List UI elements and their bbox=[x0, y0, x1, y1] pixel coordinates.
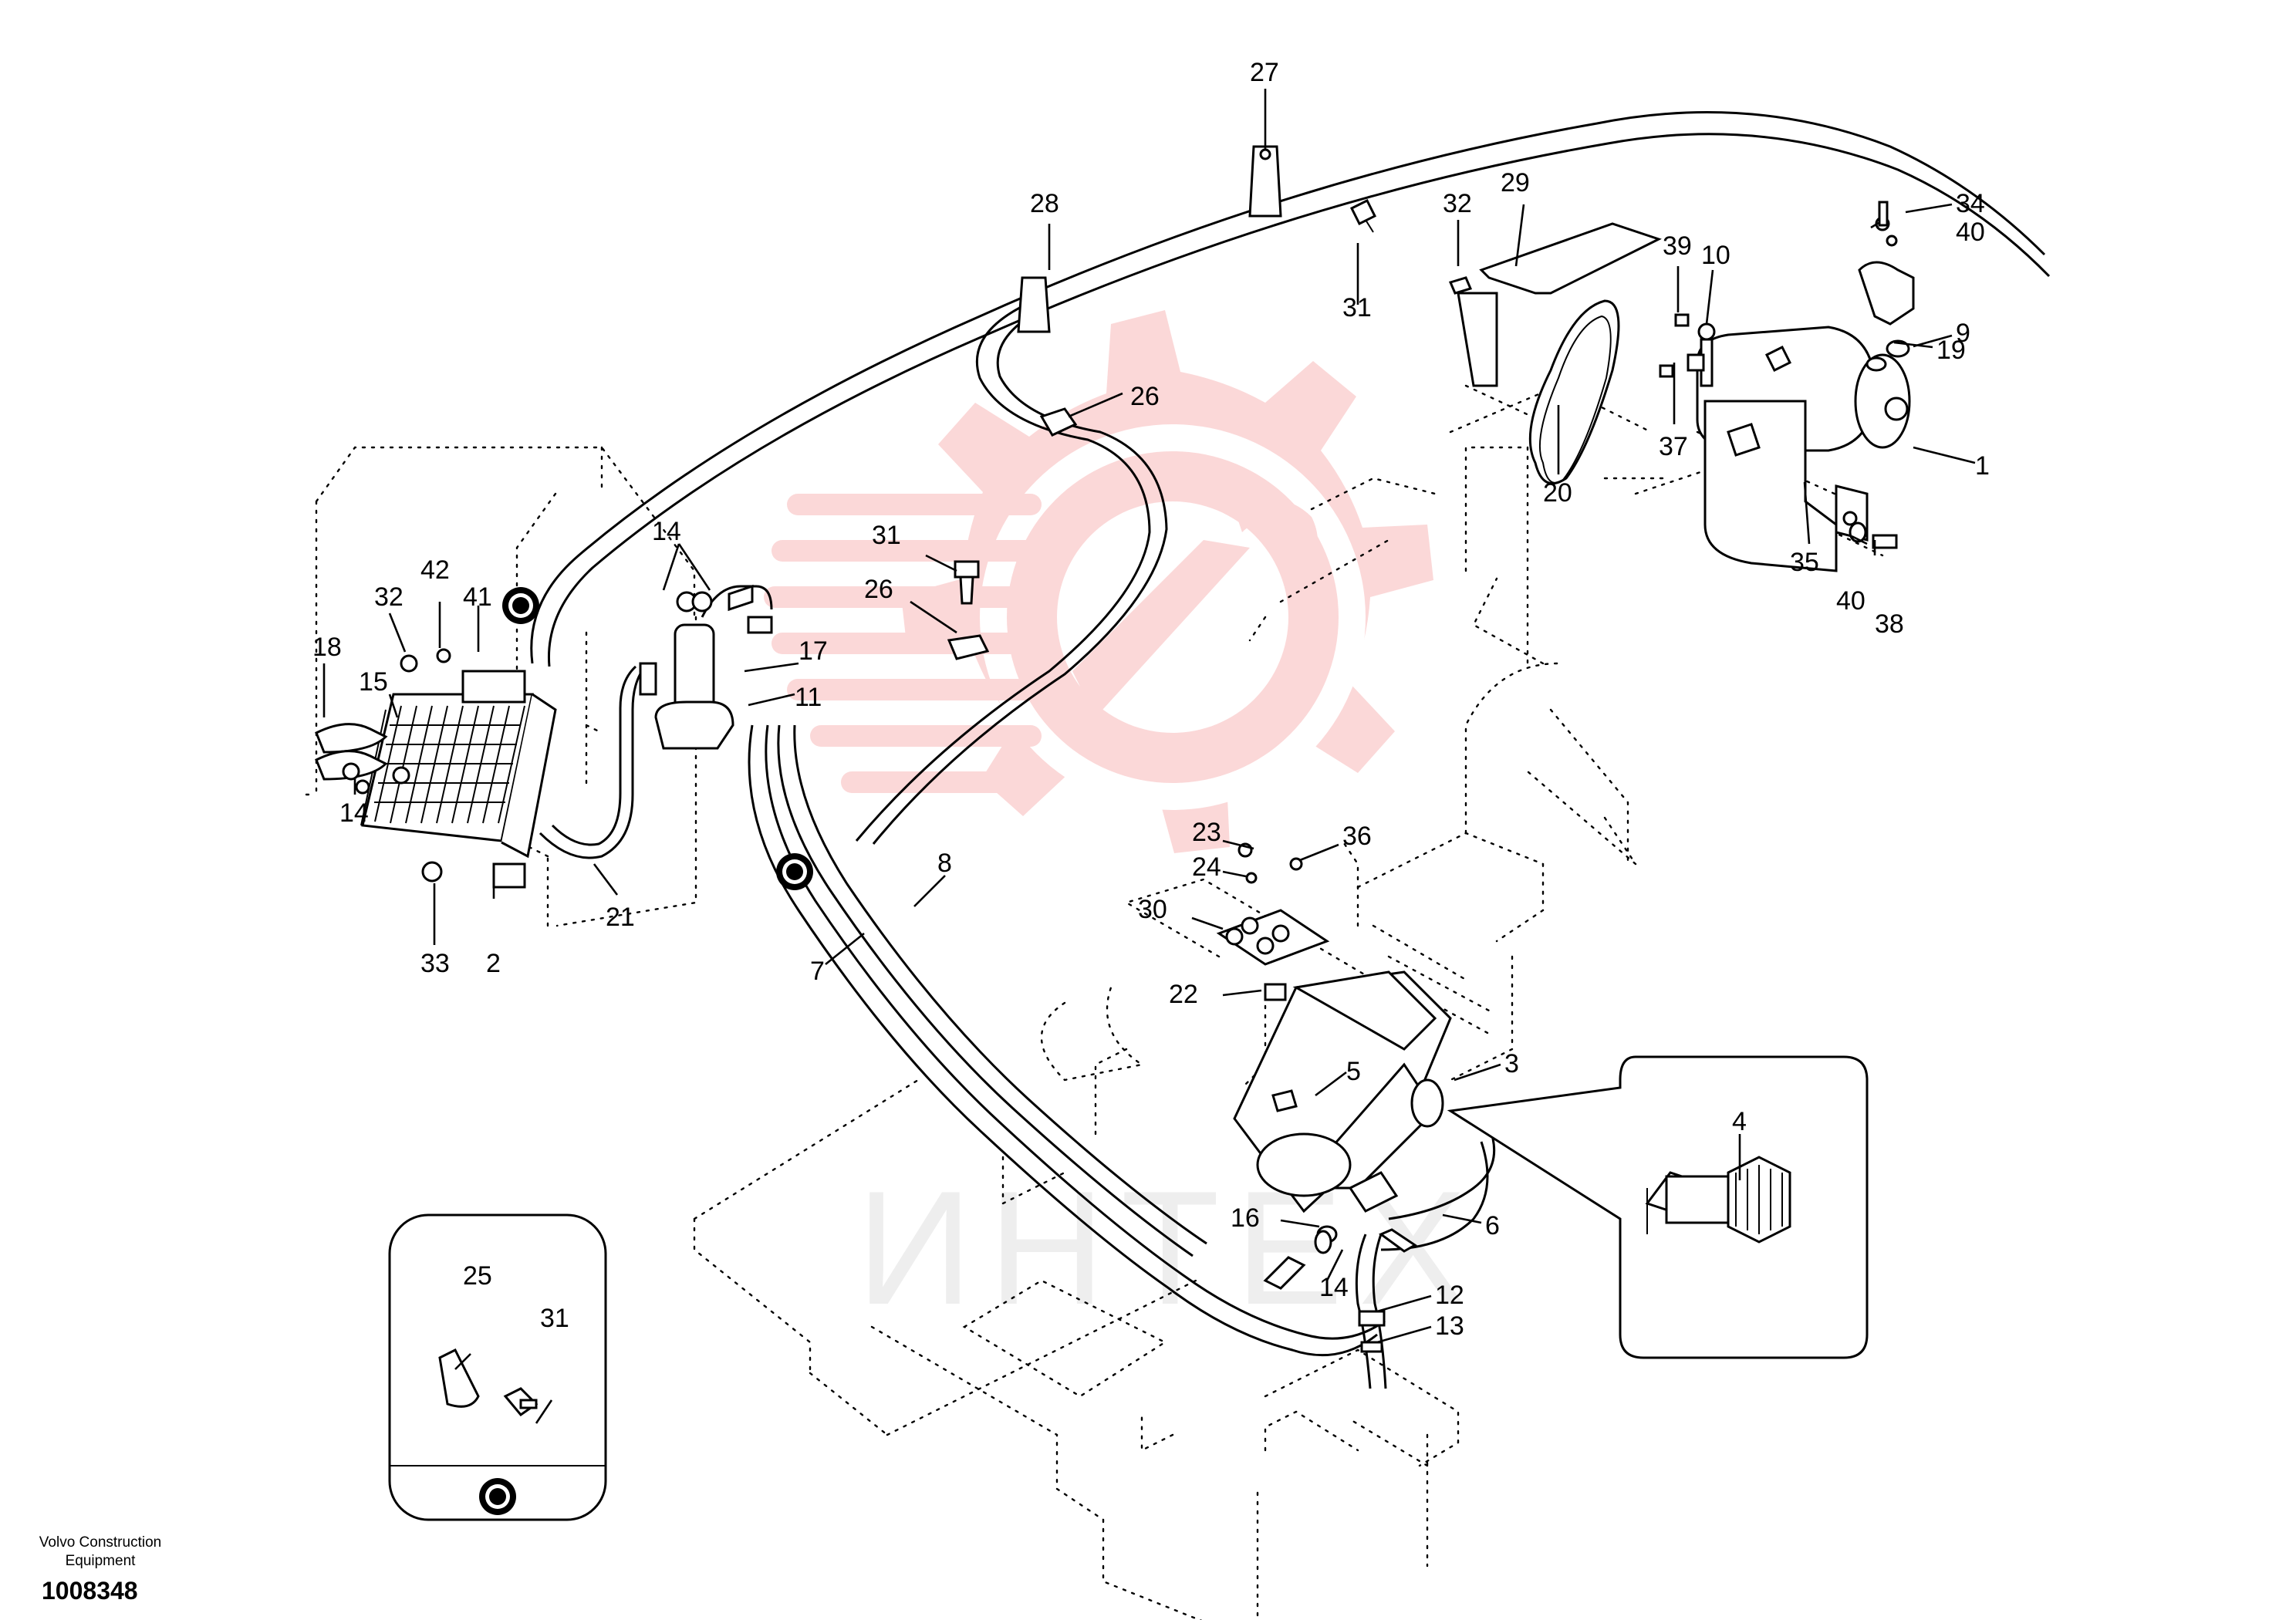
callout-15: 15 bbox=[359, 667, 388, 697]
callout-19: 19 bbox=[1936, 336, 1966, 365]
control-panel-30 bbox=[1216, 842, 1330, 1001]
callout-27: 27 bbox=[1250, 58, 1279, 87]
fitting-12-13 bbox=[1358, 1310, 1386, 1353]
callout-21: 21 bbox=[606, 903, 635, 932]
compressor-assembly bbox=[1696, 326, 1911, 572]
company-name: Volvo Construction Equipment bbox=[15, 1534, 185, 1571]
leader-lines bbox=[322, 89, 1976, 1424]
detail-box-25 bbox=[388, 1213, 607, 1521]
callout-4: 4 bbox=[1732, 1107, 1747, 1136]
callout-40a: 40 bbox=[1956, 218, 1985, 247]
callout-20: 20 bbox=[1543, 478, 1572, 508]
callout-31c: 31 bbox=[540, 1304, 569, 1333]
callout-40b: 40 bbox=[1836, 586, 1866, 616]
watermark-gear-logo bbox=[764, 310, 1433, 853]
bolt-38-40 bbox=[1849, 521, 1898, 549]
callout-22: 22 bbox=[1169, 980, 1198, 1009]
callout-8: 8 bbox=[937, 849, 952, 878]
callout-31a: 31 bbox=[1342, 293, 1372, 322]
callout-30: 30 bbox=[1138, 895, 1167, 924]
callout-14b: 14 bbox=[339, 798, 369, 828]
bolt-31-middle bbox=[954, 560, 980, 605]
callout-12: 12 bbox=[1435, 1281, 1464, 1310]
callout-35: 35 bbox=[1790, 548, 1819, 577]
clip-26-lower bbox=[947, 634, 990, 660]
document-number: 1008348 bbox=[42, 1577, 138, 1605]
callout-11: 11 bbox=[795, 683, 822, 712]
fitting-16 bbox=[1314, 1230, 1332, 1254]
callout-13: 13 bbox=[1435, 1311, 1464, 1341]
callout-41: 41 bbox=[463, 582, 492, 612]
callout-1: 1 bbox=[1975, 451, 1990, 481]
callout-7: 7 bbox=[810, 957, 825, 986]
callout-28: 28 bbox=[1030, 189, 1059, 218]
callout-24: 24 bbox=[1192, 852, 1221, 882]
clip-26-upper bbox=[1039, 407, 1078, 437]
company-line-2: Equipment bbox=[65, 1553, 136, 1569]
callout-9: 9 bbox=[1956, 319, 1970, 348]
company-line-1: Volvo Construction bbox=[39, 1534, 162, 1551]
bolt-32-left bbox=[400, 648, 451, 673]
callout-14c: 14 bbox=[1319, 1273, 1349, 1302]
callout-42: 42 bbox=[420, 555, 450, 585]
clip-27 bbox=[1248, 145, 1282, 218]
bolt-31-top bbox=[1349, 198, 1377, 233]
callout-17: 17 bbox=[799, 636, 828, 666]
callout-labels: 1 2 3 4 5 6 7 8 9 10 11 12 13 14 14 14 1… bbox=[312, 58, 1990, 1341]
callout-38: 38 bbox=[1875, 609, 1904, 639]
fitting-34-top-right bbox=[1858, 201, 1915, 326]
callout-2: 2 bbox=[486, 949, 501, 978]
callout-32a: 32 bbox=[1443, 189, 1472, 218]
callout-34: 34 bbox=[1956, 189, 1985, 218]
detail-box-4 bbox=[1447, 1055, 1869, 1359]
clip-28 bbox=[1017, 276, 1051, 333]
receiver-drier bbox=[639, 584, 773, 750]
callout-39: 39 bbox=[1663, 231, 1692, 261]
callout-3: 3 bbox=[1504, 1049, 1519, 1078]
callout-6: 6 bbox=[1485, 1211, 1500, 1240]
callout-33: 33 bbox=[420, 949, 450, 978]
reference-markers bbox=[502, 587, 813, 890]
callout-31b: 31 bbox=[872, 521, 901, 550]
callout-36: 36 bbox=[1342, 822, 1372, 851]
washer-9-19 bbox=[1866, 339, 1910, 372]
heater-unit bbox=[1233, 970, 1452, 1290]
callout-26b: 26 bbox=[864, 575, 893, 604]
callout-29: 29 bbox=[1501, 168, 1530, 197]
callout-25: 25 bbox=[463, 1261, 492, 1291]
callout-23: 23 bbox=[1192, 818, 1221, 847]
callout-14a: 14 bbox=[652, 517, 681, 546]
callout-10: 10 bbox=[1701, 241, 1730, 270]
fitting-10-compressor bbox=[1659, 313, 1716, 387]
callout-16: 16 bbox=[1231, 1203, 1260, 1233]
callout-26a: 26 bbox=[1130, 382, 1160, 411]
drive-belt bbox=[1528, 299, 1620, 485]
belt-cover bbox=[1448, 222, 1662, 387]
callout-18: 18 bbox=[312, 633, 342, 662]
callout-37: 37 bbox=[1659, 432, 1688, 461]
condenser-assembly bbox=[315, 670, 557, 889]
callout-32b: 32 bbox=[374, 582, 403, 612]
callout-5: 5 bbox=[1346, 1057, 1361, 1086]
